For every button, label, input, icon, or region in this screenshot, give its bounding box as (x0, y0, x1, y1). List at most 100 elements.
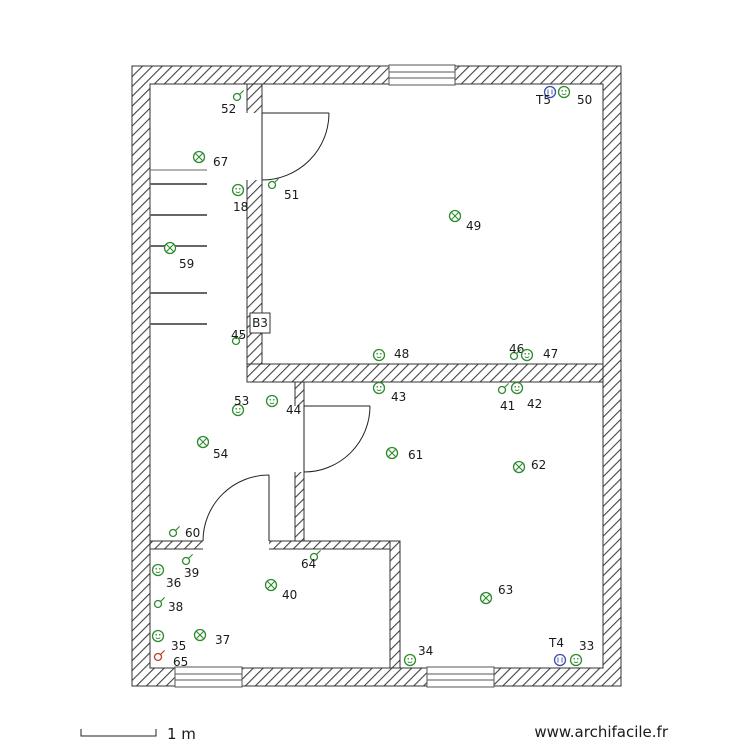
symbol-light-61: 61 (385, 446, 423, 462)
symbol-label: 60 (185, 526, 200, 540)
symbol-label: 35 (171, 639, 186, 653)
symbol-switch-44: 44 (265, 394, 301, 417)
socket-icon (168, 528, 178, 538)
switch-icon (372, 348, 386, 362)
switch-icon (510, 381, 524, 395)
symbol-socket-46: 46 (509, 342, 524, 361)
symbol-label: 47 (543, 347, 558, 361)
symbol-label: 49 (466, 219, 481, 233)
symbol-label: 45 (231, 328, 246, 342)
symbol-tv-t5: T5 (535, 85, 557, 107)
symbol-socket-41: 41 (497, 382, 515, 413)
switch-icon (231, 403, 245, 417)
door-bathroom (202, 474, 270, 542)
symbol-switch-35: 35 (151, 629, 186, 653)
symbol-label: 40 (282, 588, 297, 602)
symbol-label: 64 (301, 557, 316, 571)
symbol-label: 36 (166, 576, 181, 590)
door-living (303, 405, 371, 473)
symbol-socket-51: 51 (267, 177, 299, 202)
symbol-switch-43: 43 (372, 381, 406, 404)
wall-bedroom-bottom (246, 363, 604, 383)
symbol-label: 61 (408, 448, 423, 462)
switch-icon (151, 563, 165, 577)
scale-label: 1 m (167, 725, 196, 743)
symbol-label: 52 (221, 102, 236, 116)
symbol-light-49: 49 (448, 209, 481, 233)
symbol-socket-38: 38 (153, 596, 183, 614)
symbol-label: 41 (500, 399, 515, 413)
switch-icon (372, 381, 386, 395)
symbol-label: 65 (173, 655, 188, 669)
symbol-tv-t4: T4 (548, 636, 567, 667)
symbol-label: 50 (577, 93, 592, 107)
stairs (150, 169, 207, 325)
socket-icon (181, 556, 191, 566)
socket-icon (153, 652, 163, 662)
symbol-label: 48 (394, 347, 409, 361)
symbol-label: 63 (498, 583, 513, 597)
symbol-light-63: 63 (479, 583, 513, 605)
symbol-light-40: 40 (264, 578, 297, 602)
socket-icon (509, 351, 519, 361)
symbol-switch-42: 42 (510, 381, 542, 411)
symbol-socket-45: 45 (231, 328, 246, 346)
symbol-light-54: 54 (196, 435, 228, 461)
door-openings (203, 113, 305, 550)
doors (202, 112, 371, 542)
symbol-label: 43 (391, 390, 406, 404)
symbol-label: 59 (179, 257, 194, 271)
symbol-switch-50: 50 (557, 85, 592, 107)
window-bottom-right (426, 666, 495, 688)
symbol-label: 44 (286, 403, 301, 417)
symbol-switch-36: 36 (151, 563, 181, 590)
scale-bar: 1 m (80, 725, 196, 743)
symbol-label: 51 (284, 188, 299, 202)
wall-bath-right (389, 540, 401, 669)
electrical-panel: B3 (249, 312, 271, 334)
switch-icon (151, 629, 165, 643)
credit-text: www.archifacile.fr (534, 723, 668, 741)
socket-icon (497, 385, 507, 395)
symbol-socket-52: 52 (221, 89, 245, 116)
switch-icon (569, 653, 583, 667)
door-bedroom (261, 112, 330, 181)
socket-icon (267, 180, 277, 190)
window-bottom-left (174, 666, 243, 688)
socket-icon (232, 92, 242, 102)
symbol-socket-65: 65 (153, 649, 188, 669)
symbol-label: 67 (213, 155, 228, 169)
socket-icon (153, 599, 163, 609)
symbol-light-37: 37 (193, 628, 230, 647)
symbol-label: T4 (548, 636, 564, 650)
tv-icon (553, 653, 567, 667)
symbol-switch-33: 33 (569, 639, 594, 667)
symbol-label: 38 (168, 600, 183, 614)
symbol-label: 54 (213, 447, 228, 461)
symbol-label: 37 (215, 633, 230, 647)
socket-icon (309, 552, 319, 562)
symbol-switch-53: 53 (231, 394, 249, 417)
symbol-switch-47: 47 (520, 347, 558, 362)
symbol-label: 39 (184, 566, 199, 580)
symbol-socket-60: 60 (168, 525, 200, 540)
symbol-switch-48: 48 (372, 347, 409, 362)
symbol-light-67: 67 (192, 150, 228, 169)
symbol-label: T5 (535, 93, 551, 107)
symbol-light-62: 62 (512, 458, 546, 474)
switch-icon (265, 394, 279, 408)
switch-icon (520, 348, 534, 362)
symbol-label: 53 (234, 394, 249, 408)
symbol-label: 18 (233, 200, 248, 214)
tv-icon (543, 85, 557, 99)
symbol-label: 33 (579, 639, 594, 653)
symbol-label: 62 (531, 458, 546, 472)
symbol-label: 42 (527, 397, 542, 411)
wall-bath-top (149, 540, 401, 550)
symbol-light-59: 59 (163, 241, 194, 271)
symbol-label: 46 (509, 342, 524, 356)
switch-icon (403, 653, 417, 667)
symbol-switch-18: 18 (231, 183, 248, 214)
switch-icon (557, 85, 571, 99)
